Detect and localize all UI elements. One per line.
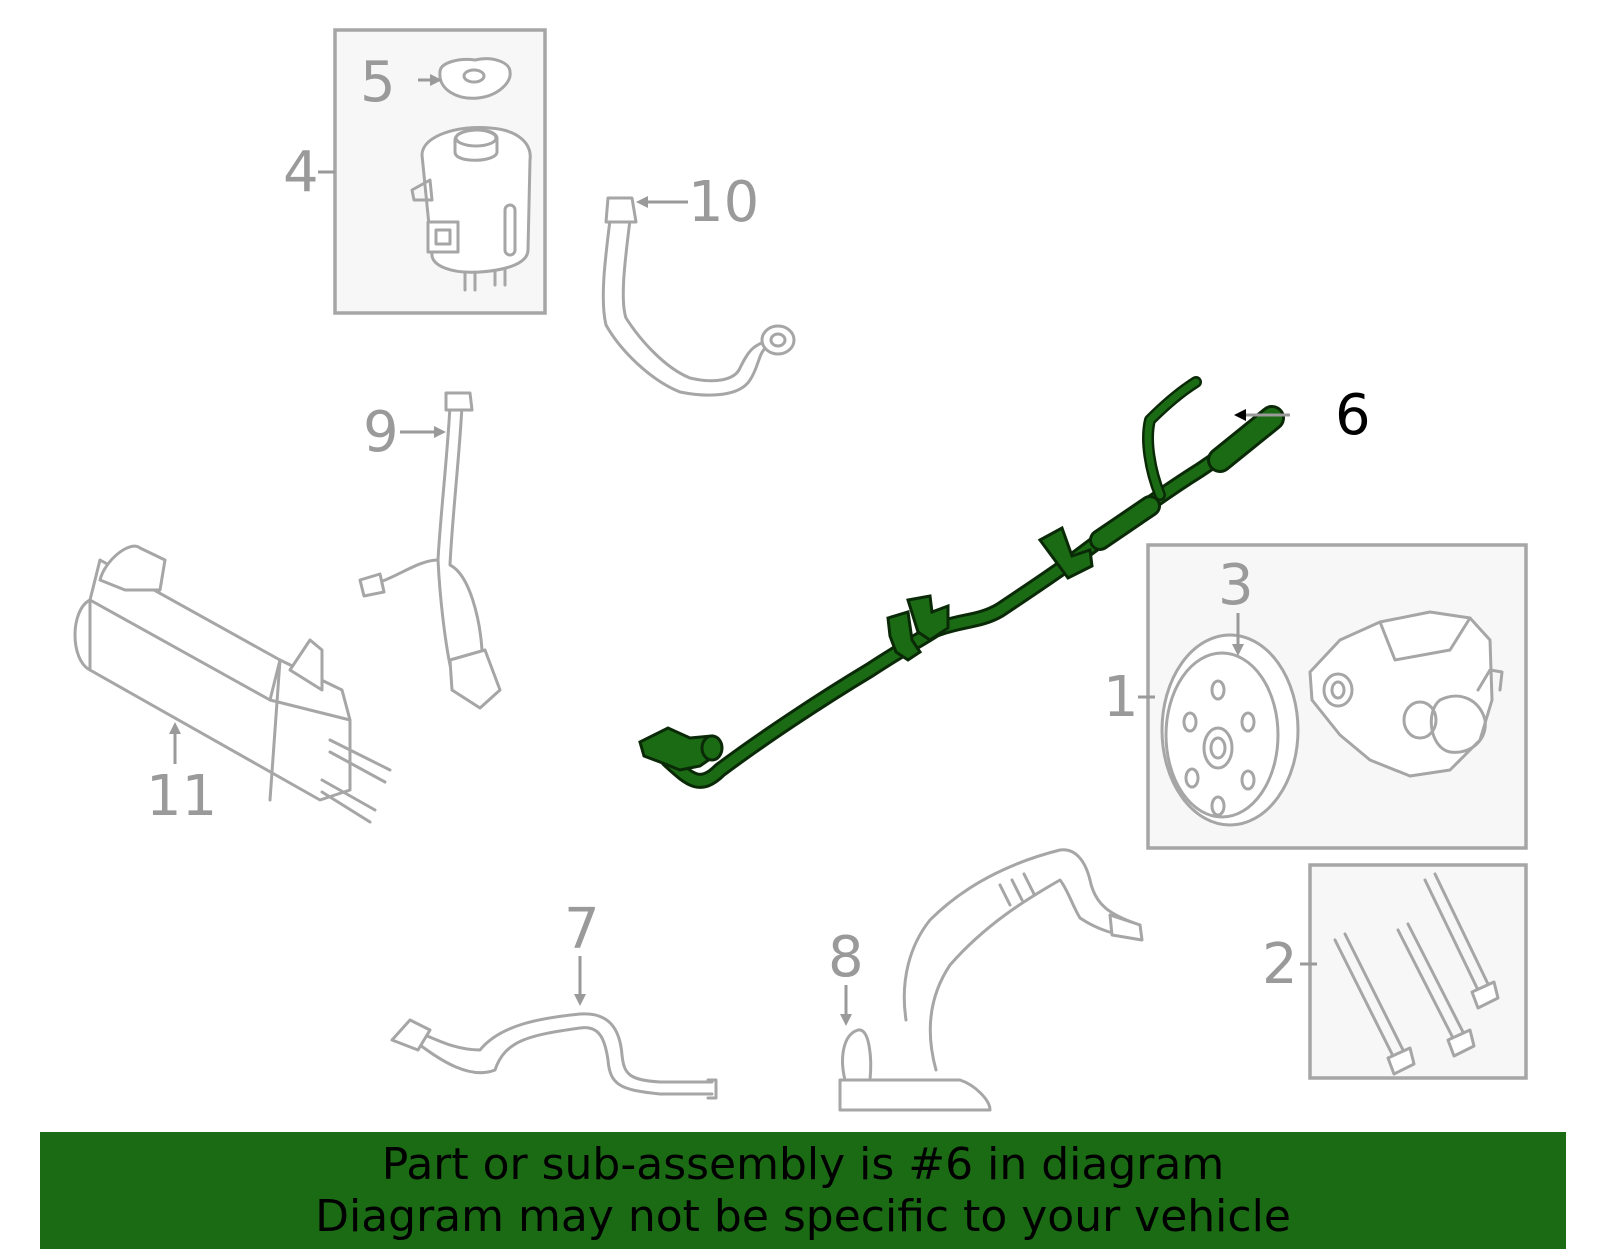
hose-8: [838, 848, 1144, 1112]
callout-8: 8: [828, 925, 864, 990]
reservoir-tank: [410, 125, 532, 292]
line-9: [358, 391, 502, 710]
cooler-11: [73, 544, 392, 824]
banner-line-1: Part or sub-assembly is #6 in diagram: [381, 1138, 1225, 1190]
callout-2: 2: [1262, 932, 1298, 997]
pump-body: [1308, 610, 1504, 778]
hose-6-bracket-mid: [906, 594, 950, 642]
hose-10: [601, 196, 796, 397]
hose-6-bracket-lower: [886, 610, 923, 662]
callout-1: 1: [1103, 665, 1139, 730]
callout-4: 4: [283, 140, 319, 205]
callout-7: 7: [564, 897, 600, 962]
reservoir-cap: [438, 57, 512, 100]
callout-11: 11: [146, 764, 217, 829]
notice-banner: Part or sub-assembly is #6 in diagram Di…: [40, 1132, 1566, 1249]
callout-6: 6: [1335, 383, 1371, 448]
bolt-set: [1333, 872, 1500, 1076]
leader-lines: [169, 74, 1317, 1026]
hose-6-bracket-upper: [1037, 525, 1094, 580]
callout-5: 5: [360, 50, 396, 115]
hose-7: [390, 1012, 718, 1100]
callout-9: 9: [363, 400, 399, 465]
callout-10: 10: [688, 170, 759, 235]
pump-pulley: [1160, 633, 1300, 827]
highlighted-hose-6: [638, 376, 1285, 789]
banner-line-2: Diagram may not be specific to your vehi…: [315, 1190, 1291, 1242]
callout-3: 3: [1218, 553, 1254, 618]
